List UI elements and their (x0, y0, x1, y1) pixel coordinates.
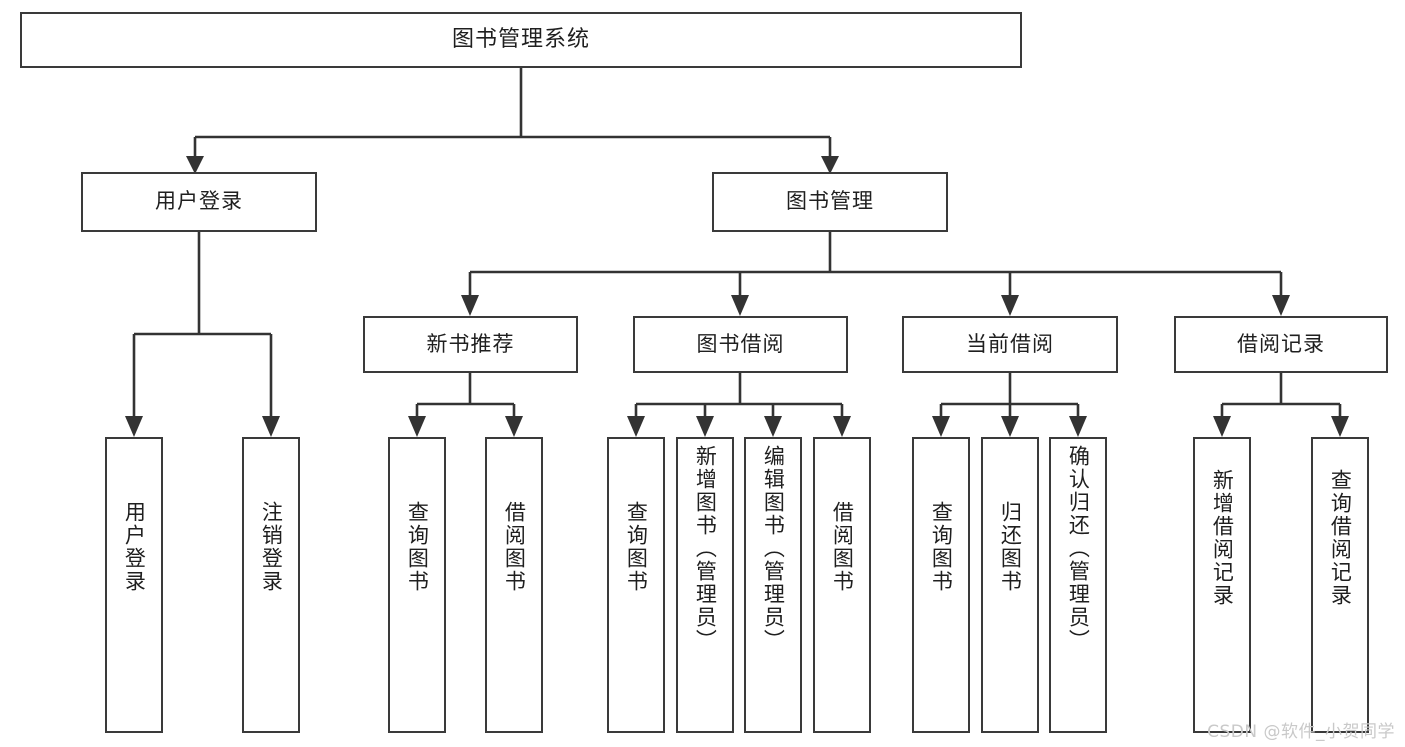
arrowhead-book-borrow (731, 295, 749, 316)
arrowhead-leaf-borrow-book-1 (505, 416, 523, 437)
node-borrow-record[interactable]: 借阅记录 (1174, 316, 1388, 373)
arrowhead-new-book-recommend (461, 295, 479, 316)
arrowhead-borrow-record (1272, 295, 1290, 316)
node-label: 借阅图书 (830, 501, 855, 593)
arrowhead-leaf-borrow-book-2 (833, 416, 851, 437)
node-leaf-query-book-current[interactable]: 查询图书 (912, 437, 970, 733)
node-label: 归还图书 (998, 501, 1023, 593)
arrowhead-leaf-add-book (696, 416, 714, 437)
node-label: 新书推荐 (426, 331, 515, 356)
node-leaf-return-book[interactable]: 归还图书 (981, 437, 1039, 733)
node-leaf-confirm-return[interactable]: 确认归还（管理员） (1049, 437, 1107, 733)
node-leaf-query-book-borrow[interactable]: 查询图书 (607, 437, 665, 733)
node-user-login[interactable]: 用户登录 (81, 172, 317, 232)
node-label: 借阅记录 (1237, 331, 1325, 356)
arrowhead-current-borrow (1001, 295, 1019, 316)
node-label: 编辑图书（管理员） (761, 445, 786, 652)
node-leaf-query-borrow-record[interactable]: 查询借阅记录 (1311, 437, 1369, 733)
node-book-borrow[interactable]: 图书借阅 (633, 316, 848, 373)
node-book-management[interactable]: 图书管理 (712, 172, 948, 232)
node-leaf-query-book-recommend[interactable]: 查询图书 (388, 437, 446, 733)
node-leaf-edit-book[interactable]: 编辑图书（管理员） (744, 437, 802, 733)
node-leaf-borrow-book-recommend[interactable]: 借阅图书 (485, 437, 543, 733)
node-label: 查询图书 (624, 501, 649, 593)
arrowhead-leaf-edit-book (764, 416, 782, 437)
node-leaf-user-login[interactable]: 用户登录 (105, 437, 163, 733)
node-label: 当前借阅 (966, 331, 1054, 356)
node-label: 查询借阅记录 (1328, 469, 1353, 607)
node-leaf-borrow-book[interactable]: 借阅图书 (813, 437, 871, 733)
arrowhead-leaf-logout-login (262, 416, 280, 437)
node-label: 图书管理 (786, 189, 874, 214)
node-leaf-add-borrow-record[interactable]: 新增借阅记录 (1193, 437, 1251, 733)
node-leaf-logout-login[interactable]: 注销登录 (242, 437, 300, 733)
node-root-book-management-system[interactable]: 图书管理系统 (20, 12, 1022, 68)
node-new-book-recommend[interactable]: 新书推荐 (363, 316, 578, 373)
node-label: 查询图书 (405, 501, 430, 593)
arrowhead-leaf-return-book (1001, 416, 1019, 437)
arrowhead-leaf-query-book-1 (408, 416, 426, 437)
node-label: 借阅图书 (502, 501, 527, 593)
arrowhead-leaf-user-login (125, 416, 143, 437)
arrowhead-leaf-confirm-return (1069, 416, 1087, 437)
node-label: 注销登录 (259, 501, 284, 593)
node-current-borrow[interactable]: 当前借阅 (902, 316, 1118, 373)
csdn-watermark: CSDN @软件_小贺同学 (1207, 722, 1395, 742)
node-label: 新增借阅记录 (1210, 469, 1235, 607)
node-label: 图书管理系统 (451, 26, 590, 52)
arrowhead-leaf-add-record (1213, 416, 1231, 437)
arrowhead-leaf-query-book-2 (627, 416, 645, 437)
arrowhead-leaf-query-book-3 (932, 416, 950, 437)
node-label: 用户登录 (155, 189, 243, 214)
node-label: 确认归还（管理员） (1066, 445, 1091, 652)
node-label: 新增图书（管理员） (693, 445, 718, 652)
node-label: 用户登录 (122, 501, 147, 593)
node-leaf-add-book[interactable]: 新增图书（管理员） (676, 437, 734, 733)
arrowhead-leaf-query-record (1331, 416, 1349, 437)
node-label: 查询图书 (929, 501, 954, 593)
node-label: 图书借阅 (696, 331, 785, 356)
